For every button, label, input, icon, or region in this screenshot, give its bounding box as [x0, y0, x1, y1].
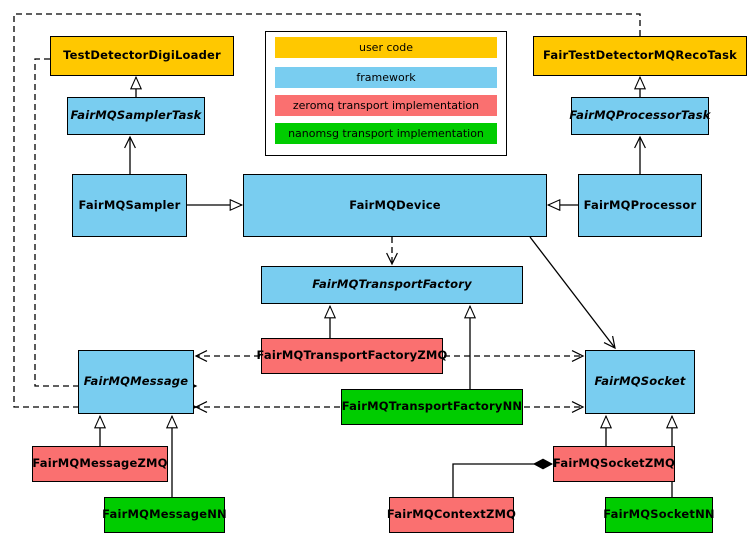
legend-item-user-code: user code — [275, 37, 497, 58]
class-label: FairMQSocketZMQ — [553, 456, 675, 471]
class-label: TestDetectorDigiLoader — [63, 48, 221, 63]
legend-label-zeromq: zeromq transport implementation — [292, 99, 480, 112]
class-node-fairmqmessagezmq[interactable]: FairMQMessageZMQ — [32, 446, 168, 482]
class-node-fairmqprocessor[interactable]: FairMQProcessor — [578, 174, 702, 237]
class-node-testdetectordigiloader[interactable]: TestDetectorDigiLoader — [50, 36, 234, 76]
class-label: FairMQMessageNN — [102, 507, 227, 522]
class-node-fairmqsampler[interactable]: FairMQSampler — [72, 174, 187, 237]
class-label: FairMQDevice — [349, 197, 441, 212]
class-node-fairmqsocketnn[interactable]: FairMQSocketNN — [603, 497, 715, 533]
class-label: FairMQSampler — [78, 197, 181, 212]
class-label: FairMQSamplerTask — [70, 108, 202, 123]
class-label: FairMQProcessor — [583, 197, 697, 212]
legend-label-user-code: user code — [358, 41, 414, 54]
class-node-fairmqprocessortask[interactable]: FairMQProcessorTask — [569, 97, 711, 135]
class-label: FairMQProcessorTask — [569, 108, 711, 123]
class-node-fairmqtransportfactorynn[interactable]: FairMQTransportFactoryNN — [341, 389, 523, 425]
class-label: FairTestDetectorMQRecoTask — [543, 48, 737, 63]
class-label: FairMQMessageZMQ — [32, 456, 168, 471]
class-label: FairMQContextZMQ — [386, 507, 517, 522]
class-node-fairmqmessagenn[interactable]: FairMQMessageNN — [102, 497, 227, 533]
class-label: FairMQSocket — [594, 374, 686, 389]
class-node-fairmqsocketzmq[interactable]: FairMQSocketZMQ — [553, 446, 675, 482]
edge-device-to-socket — [529, 236, 616, 350]
legend-item-framework: framework — [275, 67, 497, 88]
edge-contextzmq-to-socketzmq — [452, 464, 552, 497]
class-node-fairmqsocket[interactable]: FairMQSocket — [585, 350, 695, 414]
class-node-fairmqtransportfactory[interactable]: FairMQTransportFactory — [261, 266, 523, 304]
class-node-fairmqcontextzmq[interactable]: FairMQContextZMQ — [386, 497, 517, 533]
class-node-fairmqdevice[interactable]: FairMQDevice — [243, 174, 547, 237]
class-label: FairMQTransportFactoryZMQ — [256, 348, 448, 363]
class-label: FairMQMessage — [83, 374, 189, 389]
class-node-fairmqmessage[interactable]: FairMQMessage — [78, 350, 194, 414]
legend-label-nanomsg: nanomsg transport implementation — [288, 127, 484, 140]
legend-item-zeromq: zeromq transport implementation — [275, 95, 497, 116]
class-label: FairMQSocketNN — [603, 507, 715, 522]
class-label: FairMQTransportFactoryNN — [341, 399, 523, 414]
class-label: FairMQTransportFactory — [312, 277, 472, 292]
class-node-fairmqtransportfactoryzmq[interactable]: FairMQTransportFactoryZMQ — [257, 338, 447, 374]
legend-item-nanomsg: nanomsg transport implementation — [275, 123, 497, 144]
legend-label-framework: framework — [356, 71, 416, 84]
class-node-fairmqsamplertask[interactable]: FairMQSamplerTask — [67, 97, 205, 135]
class-node-fairtestdetectormqrecotask[interactable]: FairTestDetectorMQRecoTask — [533, 36, 747, 76]
